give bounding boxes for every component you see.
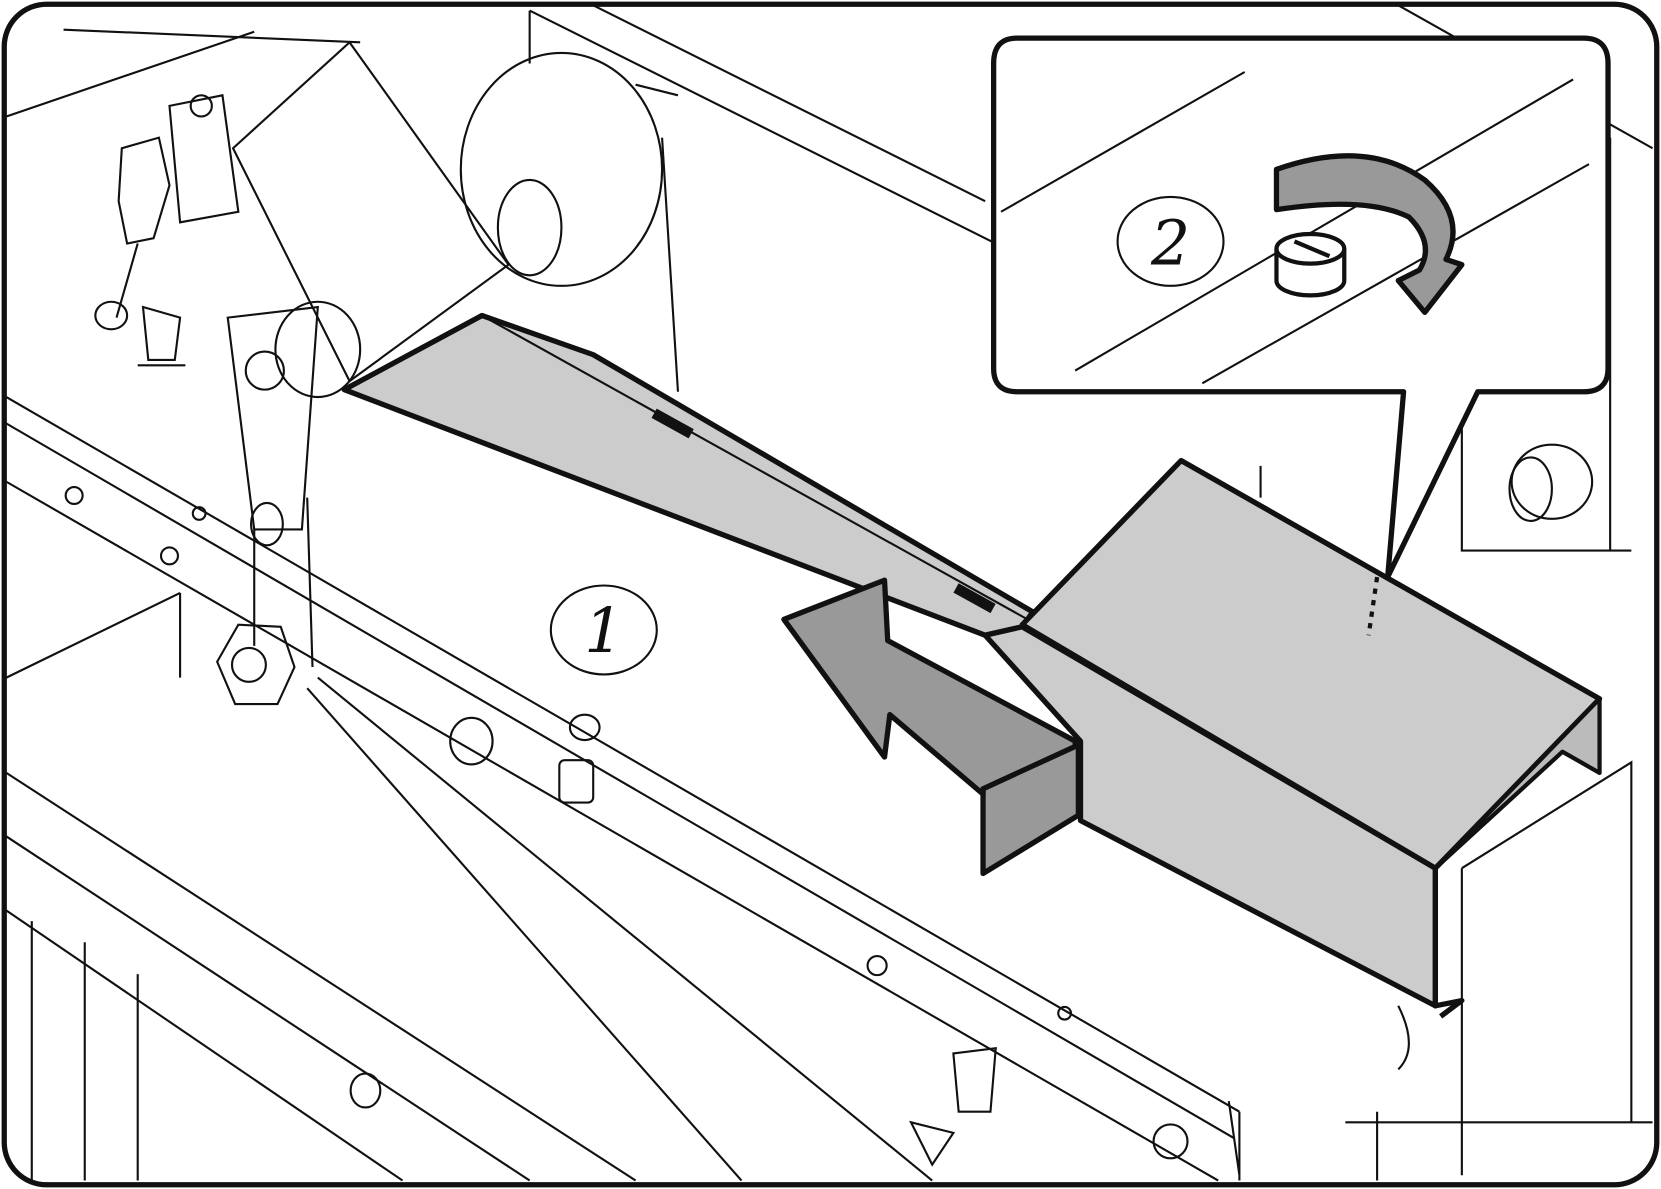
raised-cover-flange xyxy=(1433,696,1602,871)
rotate-clockwise-arrow-icon xyxy=(1273,153,1465,315)
callout-detail: 2 xyxy=(990,35,1611,580)
adjust-knob-icon xyxy=(1274,231,1347,298)
step-1-label: 1 xyxy=(549,584,658,676)
step-1-number: 1 xyxy=(584,596,623,667)
slide-left-arrow-icon xyxy=(781,577,1078,797)
step-2-number: 2 xyxy=(1150,209,1190,280)
step-2-label: 2 xyxy=(1116,195,1225,287)
